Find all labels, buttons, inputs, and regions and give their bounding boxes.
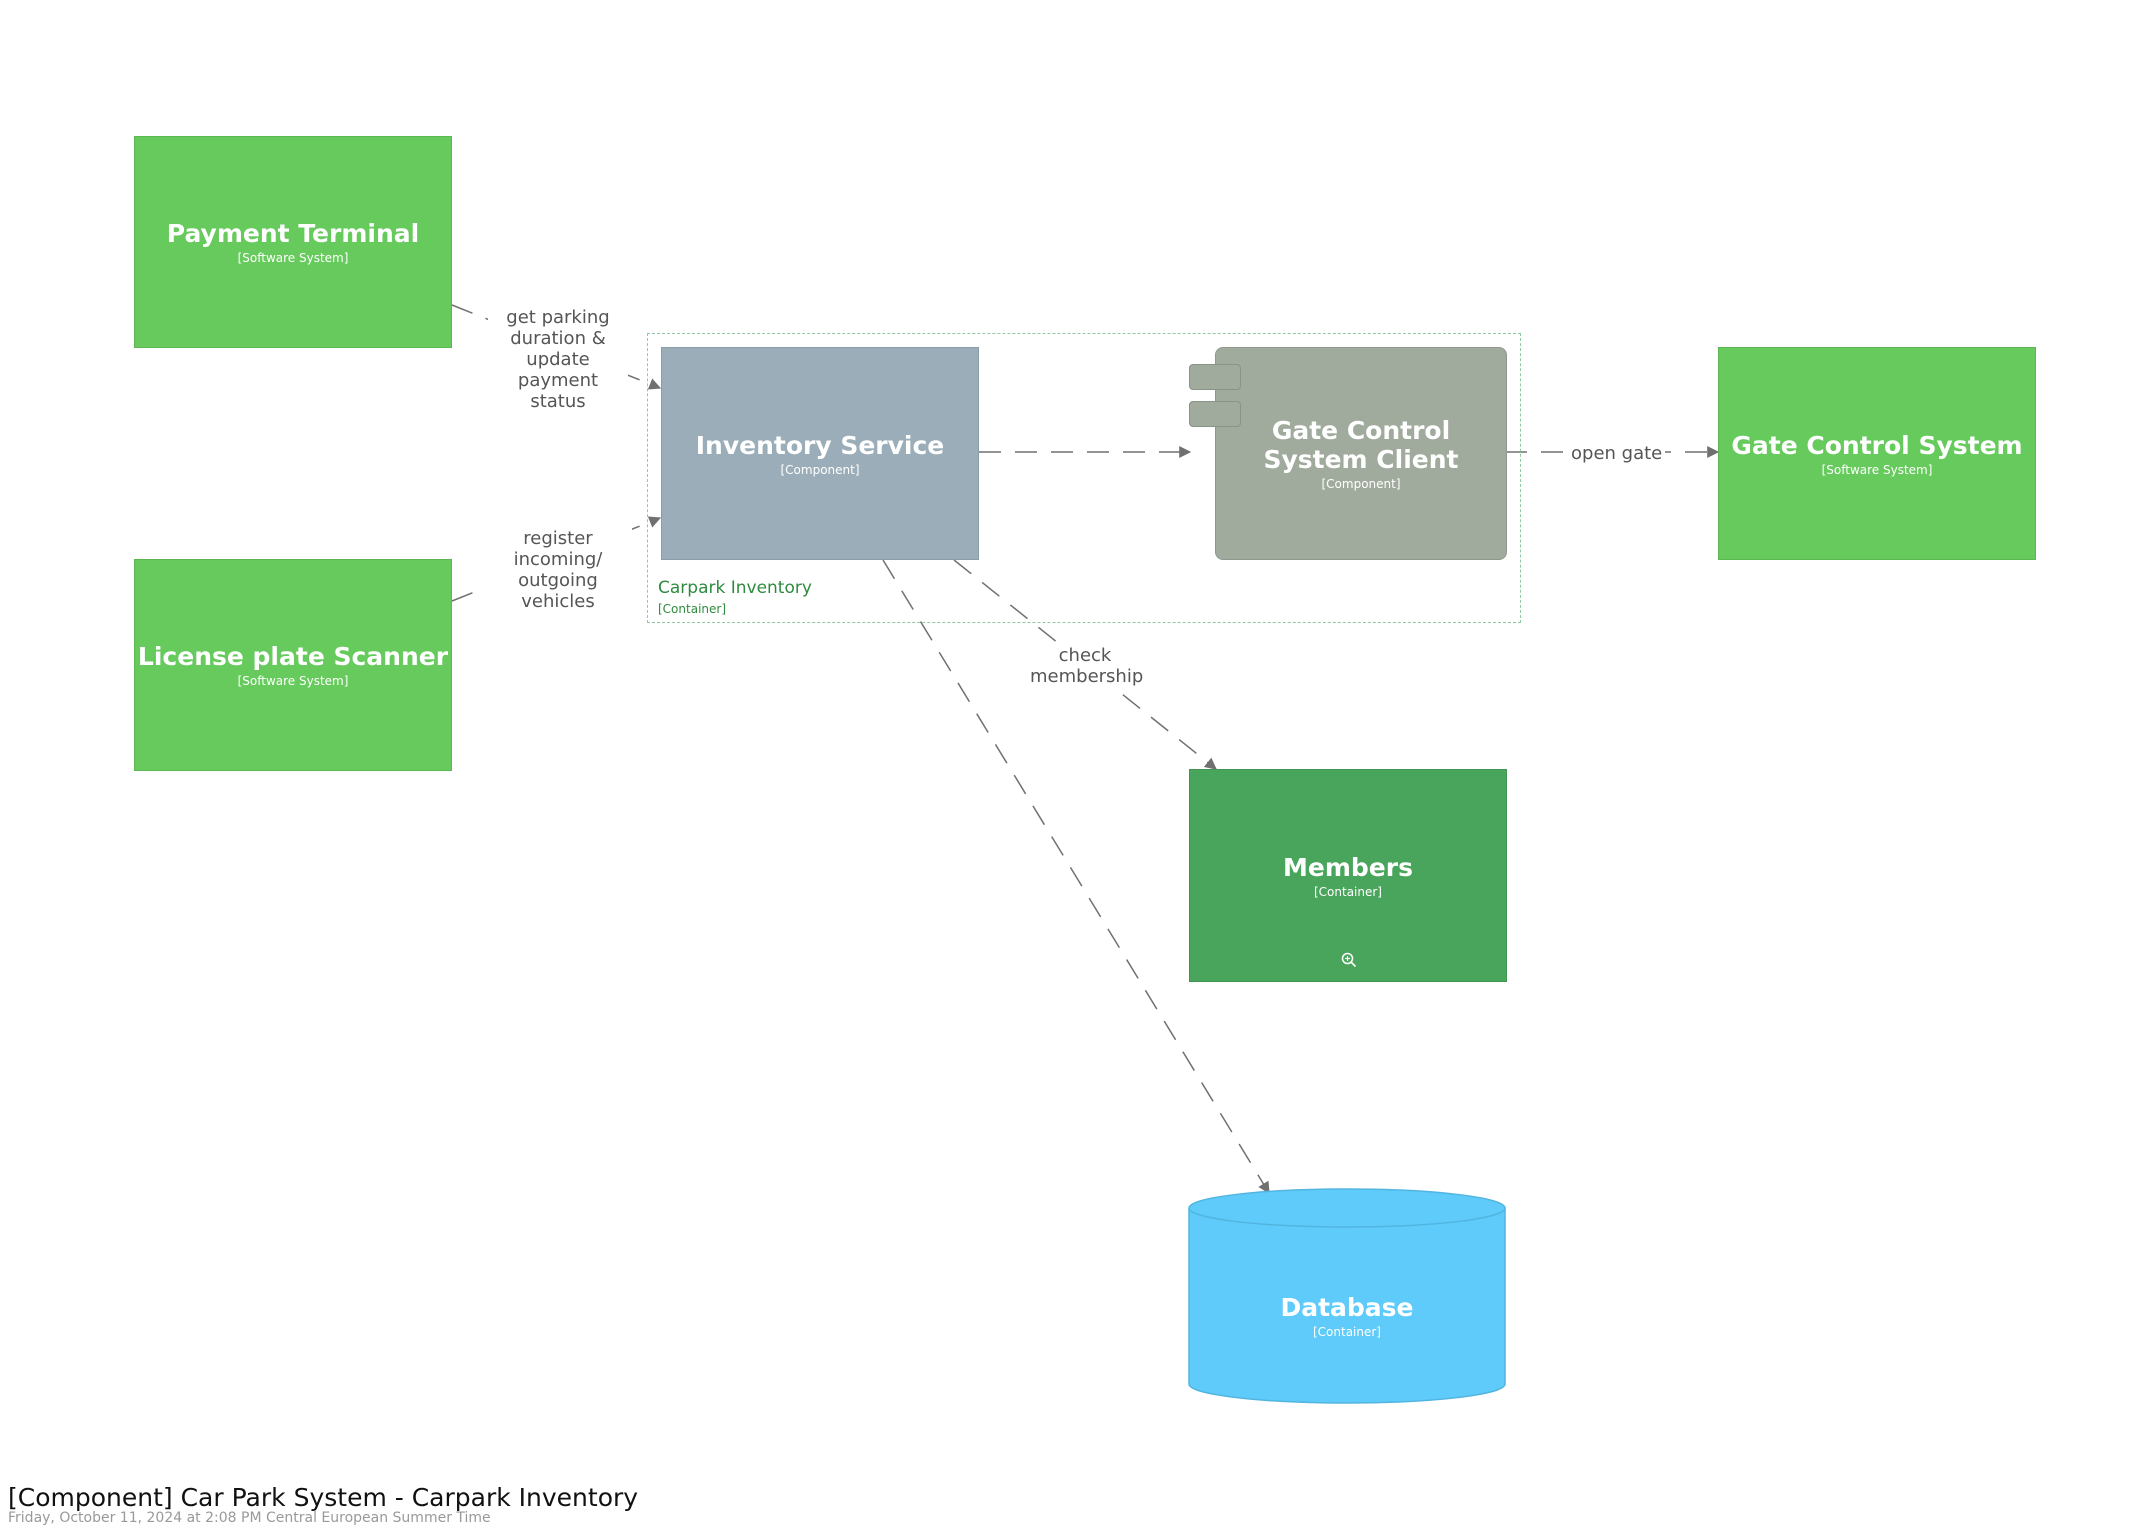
element-type: [Component] (780, 462, 860, 477)
element-type: [Software System] (237, 674, 349, 688)
license-plate-scanner-box[interactable]: License plate Scanner [Software System] (134, 559, 452, 771)
edge-inventory-to-database[interactable] (882, 559, 1270, 1195)
zoom-in-icon[interactable] (1341, 952, 1357, 968)
component-tab-bottom (1189, 401, 1241, 427)
inventory-service-box[interactable]: Inventory Service [Component] (661, 347, 979, 560)
payment-terminal-box[interactable]: Payment Terminal [Software System] (134, 136, 452, 348)
element-name: Gate Control System Client (1263, 416, 1459, 474)
element-name: Members (1283, 852, 1413, 882)
element-type: [Container] (1313, 884, 1382, 899)
element-name: Database (1280, 1293, 1414, 1322)
element-type: [Container] (1312, 1325, 1381, 1339)
edge-label-members: check membership (1030, 645, 1144, 687)
diagram-timestamp: Friday, October 11, 2024 at 2:08 PM Cent… (8, 1510, 491, 1526)
cylinder-shape (1188, 1188, 1506, 1404)
gate-control-client-box[interactable]: Gate Control System Client [Component] (1215, 347, 1507, 560)
boundary-type: [Container] (658, 602, 727, 616)
element-type: [Component] (1321, 477, 1401, 491)
edge-inventory-to-members[interactable] (953, 559, 1217, 770)
element-name: Gate Control System (1731, 430, 2023, 460)
element-type: [Software System] (1821, 462, 1933, 477)
database-cylinder[interactable]: Database [Container] (1188, 1188, 1506, 1404)
element-name: Inventory Service (695, 430, 945, 460)
gate-control-system-box[interactable]: Gate Control System [Software System] (1718, 347, 2036, 560)
element-type: [Software System] (237, 251, 349, 265)
edge-label-payment: get parking duration & update payment st… (488, 307, 628, 412)
members-box[interactable]: Members [Container] (1189, 769, 1507, 982)
element-name: License plate Scanner (137, 642, 449, 671)
boundary-name: Carpark Inventory (658, 578, 812, 598)
component-tab-top (1189, 364, 1241, 390)
edge-label-scanner: register incoming/ outgoing vehicles (484, 528, 632, 612)
element-name: Payment Terminal (166, 219, 420, 248)
edge-label-gate: open gate (1568, 443, 1666, 464)
diagram-title: [Component] Car Park System - Carpark In… (8, 1483, 639, 1512)
carpark-inventory-boundary[interactable]: Carpark Inventory [Container] (647, 333, 1521, 623)
